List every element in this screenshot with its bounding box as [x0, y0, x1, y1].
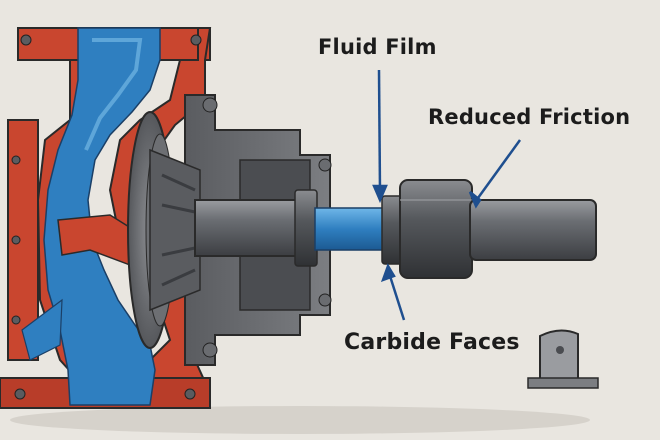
ground-shadow — [10, 406, 590, 434]
leader-carbide-faces — [388, 275, 406, 321]
leader-fluid-film-arrow — [372, 184, 388, 204]
fluid-passage — [21, 27, 161, 406]
leader-carbide-faces-arrow — [380, 263, 396, 283]
support-bracket — [527, 329, 599, 389]
carbide-faces-label: Carbide Faces — [344, 330, 520, 355]
leader-fluid-film — [377, 69, 382, 193]
leader-reduced-friction-arrow — [468, 191, 482, 209]
leader-reduced-friction — [476, 139, 522, 199]
impeller — [127, 111, 201, 349]
pump-shaft — [194, 189, 318, 267]
shaft-end — [469, 199, 597, 261]
fluid-film-label: Fluid Film — [318, 35, 437, 59]
callout-leaders — [372, 69, 522, 321]
reduced-friction-label: Reduced Friction — [428, 105, 631, 129]
flange-bolts — [11, 34, 202, 400]
carbide-face-assembly — [381, 179, 473, 279]
